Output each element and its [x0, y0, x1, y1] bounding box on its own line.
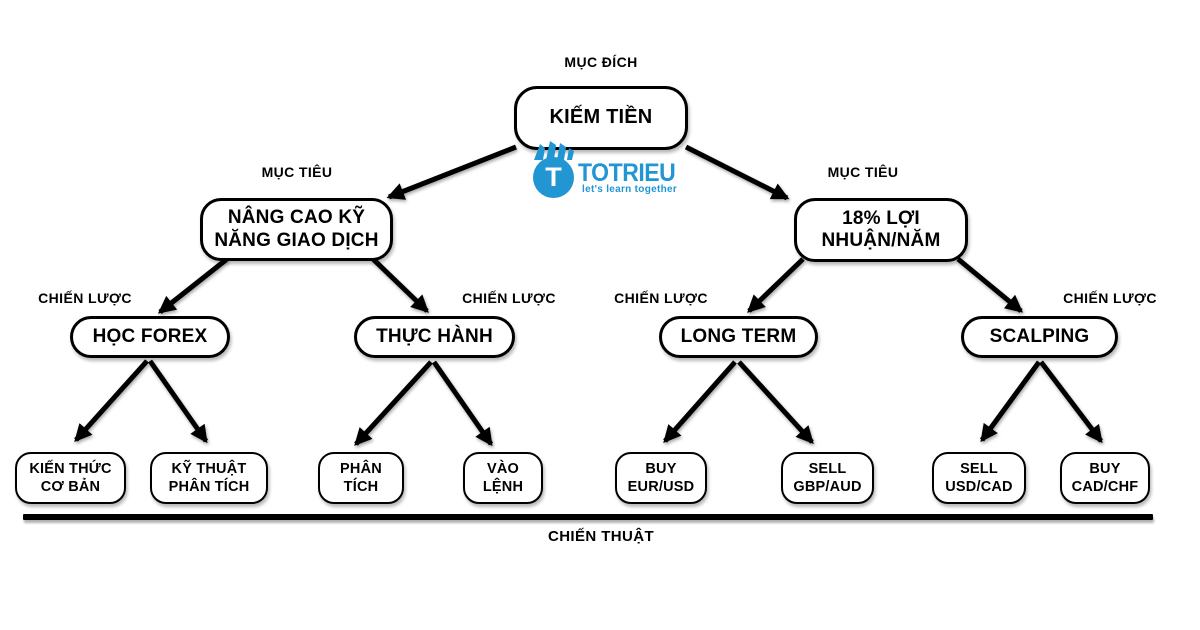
- node-thuc-hanh: THỰC HÀNH: [354, 316, 515, 358]
- node-sell-gbpaud: SELL GBP/AUD: [781, 452, 874, 504]
- strategy-label-1: CHIẾN LƯỢC: [38, 290, 132, 306]
- logo-tagline: let's learn together: [582, 184, 678, 195]
- arrow-scalping-to-buycadchf: [1039, 360, 1103, 444]
- purpose-label: MỤC ĐÍCH: [564, 54, 638, 70]
- node-kien-thuc-co-ban: KIẾN THỨC CƠ BẢN: [15, 452, 126, 504]
- arrow-skill-to-hocforex: [157, 257, 229, 314]
- logo-badge: T: [533, 157, 574, 198]
- node-nang-cao-ky-nang: NÂNG CAO KỸ NĂNG GIAO DỊCH: [200, 198, 393, 261]
- node-scalping: SCALPING: [961, 316, 1118, 358]
- node-buy-cadchf: BUY CAD/CHF: [1060, 452, 1150, 504]
- arrow-longterm-to-buyeurusd: [663, 360, 737, 443]
- logo-brand-text: TOTRIEU: [578, 159, 676, 187]
- arrow-hocforex-to-kythuat: [147, 359, 209, 444]
- arrow-thuchanh-to-phantich: [354, 360, 433, 446]
- node-sell-usdcad: SELL USD/CAD: [932, 452, 1026, 504]
- arrow-scalping-to-sellusdcad: [979, 360, 1042, 443]
- tactic-label: CHIẾN THUẬT: [547, 528, 655, 545]
- arrow-hocforex-to-kienthuc: [74, 359, 149, 442]
- logo-initial: T: [545, 162, 562, 192]
- node-phan-tich: PHÂN TÍCH: [318, 452, 404, 504]
- arrow-thuchanh-to-vaolenh: [431, 360, 494, 447]
- objective-label-left: MỤC TIÊU: [261, 164, 333, 180]
- node-long-term: LONG TERM: [659, 316, 818, 358]
- node-vao-lenh: VÀO LỆNH: [463, 452, 543, 504]
- node-18-loi-nhuan: 18% LỢI NHUẬN/NĂM: [794, 198, 968, 262]
- arrow-longterm-to-sellgbpaud: [737, 360, 814, 444]
- node-ky-thuat-phan-tich: KỸ THUẬT PHÂN TÍCH: [150, 452, 268, 504]
- node-hoc-forex: HỌC FOREX: [70, 316, 230, 358]
- node-kiem-tien: KIẾM TIỀN: [514, 86, 688, 150]
- arrow-root-to-skill: [386, 144, 517, 200]
- totrieu-logo: T TOTRIEU let's learn together: [528, 140, 677, 198]
- arrow-profit-to-scalping: [956, 257, 1024, 313]
- tactic-divider-line: [23, 514, 1153, 520]
- arrow-root-to-profit: [684, 144, 790, 201]
- flame-icon: [534, 141, 574, 160]
- arrow-profit-to-longterm: [747, 257, 805, 313]
- strategy-label-2: CHIẾN LƯỢC: [462, 290, 556, 306]
- objective-label-right: MỤC TIÊU: [827, 164, 899, 180]
- node-buy-eurusd: BUY EUR/USD: [615, 452, 707, 504]
- arrow-skill-to-thuchanh: [371, 257, 429, 313]
- strategy-label-3: CHIẾN LƯỢC: [614, 290, 708, 306]
- strategy-label-4: CHIẾN LƯỢC: [1063, 290, 1157, 306]
